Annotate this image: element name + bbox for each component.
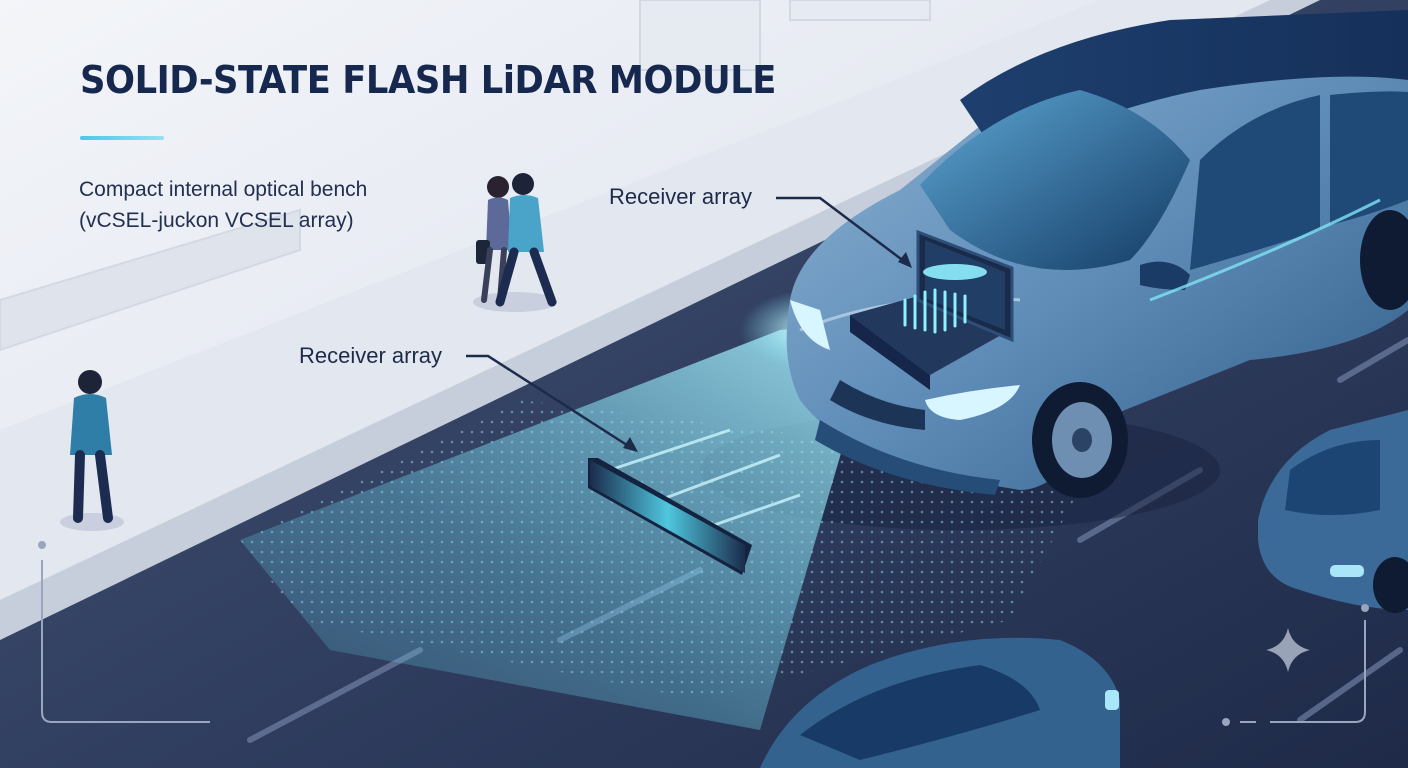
subtitle: Compact internal optical bench (vCSEL-ju… — [79, 174, 367, 236]
receiver-array-bar — [588, 458, 752, 575]
callout-receiver-array-mid: Receiver array — [299, 343, 443, 368]
detection-streaks — [609, 428, 801, 532]
building-backdrop — [0, 0, 931, 352]
callout-arrows — [466, 196, 912, 452]
pedestrian-standing — [60, 370, 124, 531]
title-accent-bar — [80, 136, 164, 140]
page-title: SOLID-STATE FLASH LiDAR MODULE — [80, 58, 776, 102]
pedestrian-couple — [473, 173, 557, 312]
parked-car-right — [1258, 410, 1408, 613]
headlight-left — [790, 300, 830, 350]
frame-corners — [38, 541, 1369, 726]
headlight-right — [925, 385, 1020, 420]
callout-receiver-array-top: Receiver array — [609, 184, 753, 209]
subtitle-line-1: Compact internal optical bench — [79, 178, 368, 201]
parked-car-bottom — [760, 637, 1120, 768]
subtitle-line-2: (vCSEL-juckon VCSEL array) — [79, 209, 354, 232]
lidar-module — [850, 229, 1014, 390]
sparkle-icon — [1266, 628, 1310, 672]
lidar-beam — [240, 320, 880, 730]
